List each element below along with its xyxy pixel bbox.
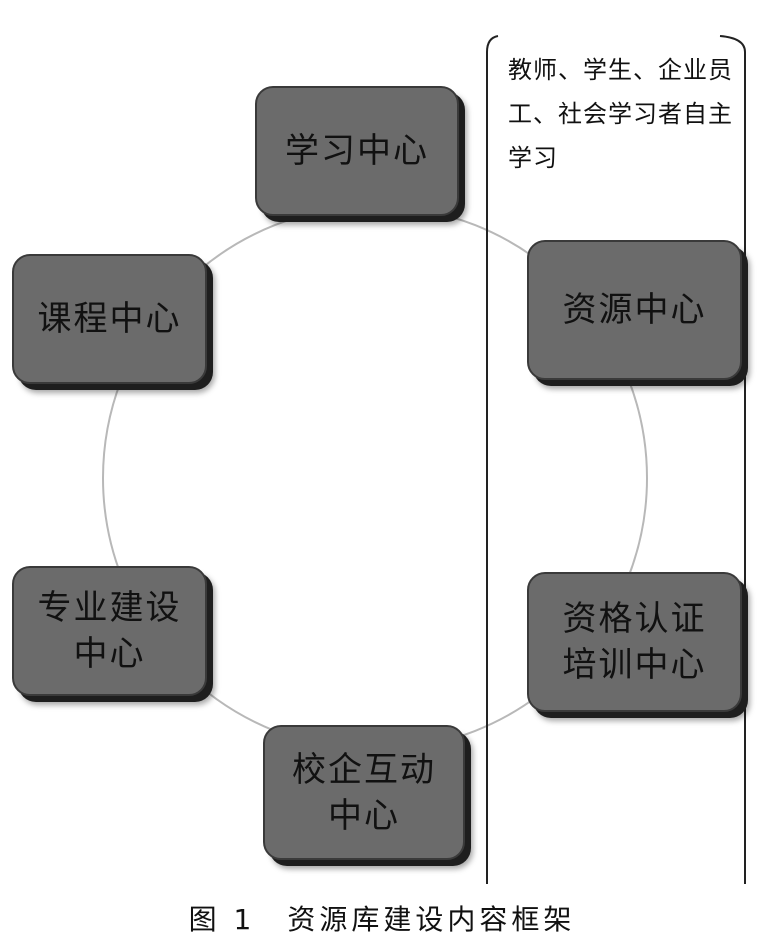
node-label: 资源中心 bbox=[562, 290, 707, 330]
node-label: 学习中心 bbox=[285, 131, 429, 171]
node-resource-center: 资源中心 bbox=[527, 240, 742, 380]
node-certification-training-center: 资格认证 培训中心 bbox=[527, 572, 742, 712]
node-learning-center: 学习中心 bbox=[255, 86, 459, 216]
node-course-center: 课程中心 bbox=[12, 254, 207, 384]
node-label: 资格认证 培训中心 bbox=[562, 599, 707, 685]
node-label: 校企互动 中心 bbox=[292, 749, 436, 836]
figure-caption: 图 1 资源库建设内容框架 bbox=[188, 903, 576, 936]
node-label: 课程中心 bbox=[37, 299, 182, 339]
node-specialty-construction-center: 专业建设 中心 bbox=[12, 566, 207, 696]
annotation-bracket bbox=[486, 35, 746, 884]
node-school-enterprise-center: 校企互动 中心 bbox=[263, 725, 465, 860]
node-label: 专业建设 中心 bbox=[37, 588, 182, 674]
annotation-text: 教师、学生、企业员工、社会学习者自主学习 bbox=[508, 56, 733, 172]
